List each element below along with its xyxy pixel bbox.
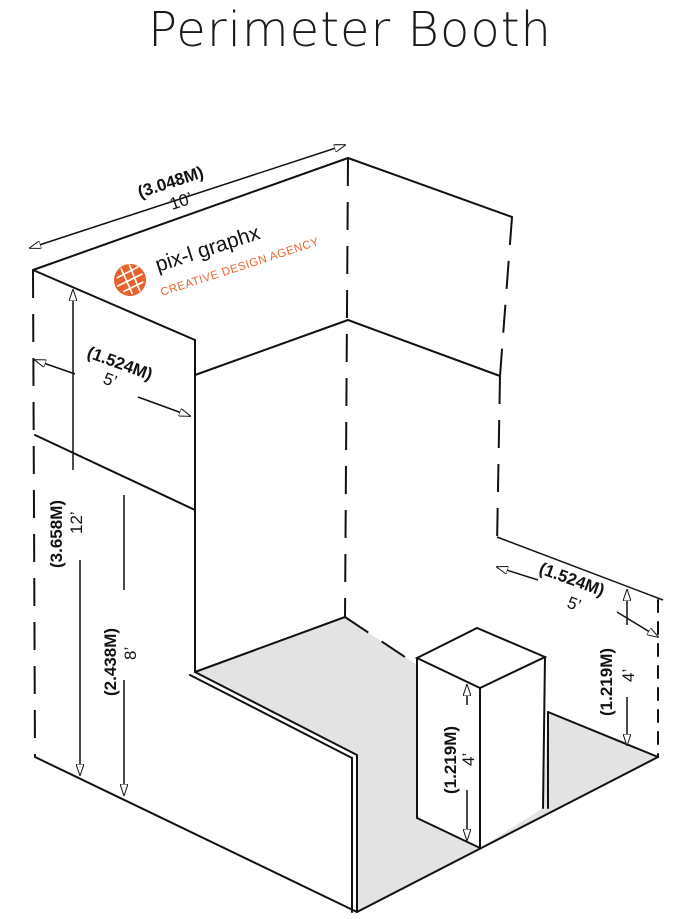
- side-depth-imperial: 5’: [101, 369, 120, 391]
- counter-height-imperial: 4’: [459, 753, 478, 766]
- page-title: Perimeter Booth: [148, 2, 552, 58]
- top-width-imperial: 10’: [167, 189, 194, 214]
- side-depth-metric: (1.524M): [85, 343, 155, 384]
- wall-height-imperial: 8’: [121, 647, 140, 660]
- height-imperial: 12’: [67, 511, 86, 534]
- height-metric: (3.658M): [47, 500, 66, 568]
- booth-floor: [195, 617, 658, 912]
- right-height-imperial: 4’: [619, 669, 638, 682]
- right-height-metric: (1.219M): [597, 648, 616, 716]
- brand-logo: [114, 264, 146, 296]
- wall-height-metric: (2.438M): [101, 628, 120, 696]
- right-depth-imperial: 5’: [565, 593, 584, 615]
- hidden-lines: [32, 157, 513, 758]
- dimension-lines: [30, 145, 664, 840]
- counter-height-metric: (1.219M): [441, 726, 460, 794]
